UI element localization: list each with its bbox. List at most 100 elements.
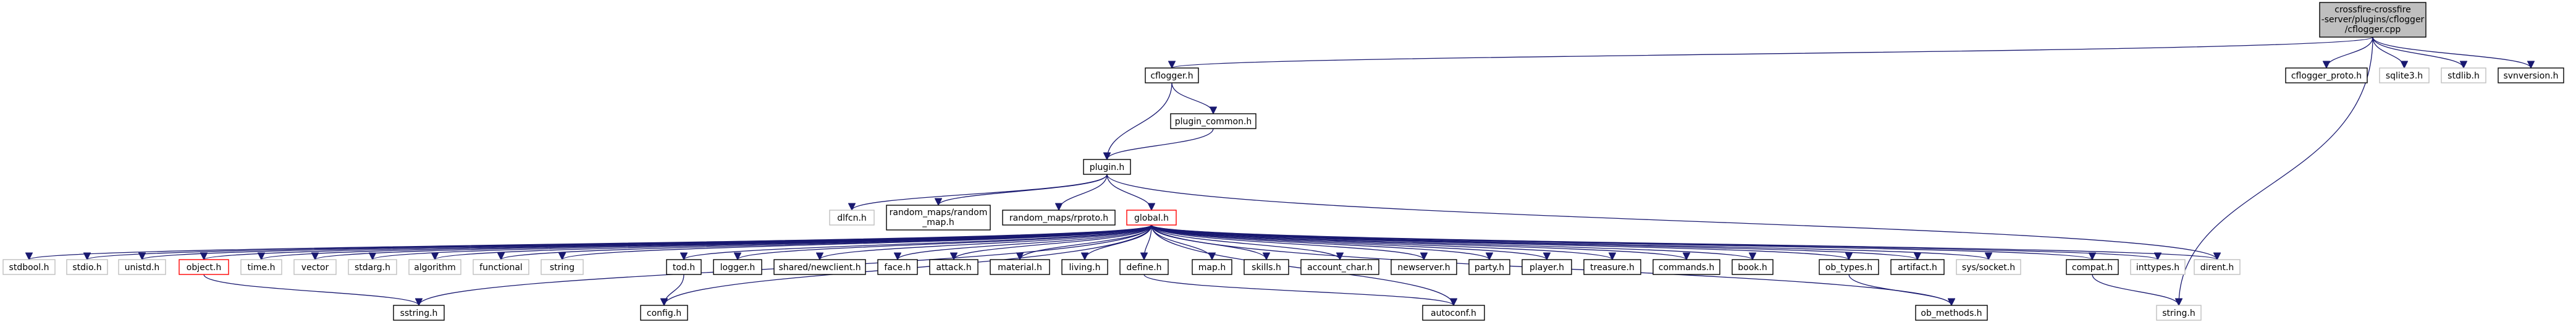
- svg-text:newserver.h: newserver.h: [1397, 263, 1450, 273]
- node-ob-methods-h[interactable]: ob_methods.h: [1915, 305, 1988, 321]
- edge-plugin-h-rproto-h: [1059, 174, 1108, 211]
- edge-root-sqlite3-h: [2372, 36, 2404, 69]
- node-attack-h[interactable]: attack.h: [929, 259, 979, 275]
- node-cflogger-proto-h[interactable]: cflogger_proto.h: [2285, 67, 2368, 83]
- node-plugin-common-h[interactable]: plugin_common.h: [1170, 113, 1256, 129]
- svg-text:book.h: book.h: [1738, 263, 1767, 273]
- edge-global-h-map-h: [1151, 224, 1212, 260]
- node-cflogger-cpp: crossfire-crossfire-server/plugins/cflog…: [2319, 2, 2427, 38]
- edge-root-string-h: [2179, 36, 2373, 305]
- node-living-h[interactable]: living.h: [1061, 259, 1108, 275]
- svg-text:logger.h: logger.h: [720, 263, 756, 273]
- edge-cflogger-h-plugin-h: [1107, 82, 1172, 159]
- svg-text:define.h: define.h: [1126, 263, 1161, 273]
- node-socket-h: sys/socket.h: [1956, 259, 2021, 275]
- node-global-h[interactable]: global.h: [1126, 210, 1177, 226]
- node-skills-h[interactable]: skills.h: [1244, 259, 1289, 275]
- edge-plugin-h-random-map-h: [938, 174, 1108, 206]
- edge-global-h-book-h: [1151, 224, 1753, 260]
- node-ob-types-h[interactable]: ob_types.h: [1819, 259, 1879, 275]
- node-book-h[interactable]: book.h: [1732, 259, 1774, 275]
- svg-text:string: string: [550, 263, 575, 273]
- node-account-char-h[interactable]: account_char.h: [1300, 259, 1379, 275]
- node-newclient-h[interactable]: shared/newclient.h: [773, 259, 866, 275]
- svg-text:plugin.h: plugin.h: [1090, 163, 1125, 172]
- node-time-h: time.h: [240, 259, 282, 275]
- node-object-h[interactable]: object.h: [179, 259, 229, 275]
- node-stdio-h: stdio.h: [66, 259, 108, 275]
- node-player-h[interactable]: player.h: [1522, 259, 1572, 275]
- edge-global-h-material-h: [1020, 224, 1152, 260]
- node-svnversion-h[interactable]: svnversion.h: [2498, 67, 2564, 83]
- node-artifact-h[interactable]: artifact.h: [1890, 259, 1945, 275]
- edge-global-h-commands-h: [1151, 224, 1686, 260]
- node-plugin-h[interactable]: plugin.h: [1083, 159, 1131, 175]
- svg-text:global.h: global.h: [1134, 213, 1169, 223]
- node-map-h[interactable]: map.h: [1192, 259, 1232, 275]
- node-compat-h[interactable]: compat.h: [2066, 259, 2119, 275]
- node-functional: functional: [473, 259, 529, 275]
- svg-text:cflogger.h: cflogger.h: [1150, 71, 1193, 81]
- svg-text:commands.h: commands.h: [1659, 263, 1715, 273]
- node-cflogger-h[interactable]: cflogger.h: [1145, 67, 1199, 83]
- svg-text:account_char.h: account_char.h: [1307, 263, 1373, 273]
- edge-global-h-dirent-h: [1151, 224, 2217, 260]
- edge-root-svnversion-h: [2372, 36, 2531, 69]
- svg-text:ob_methods.h: ob_methods.h: [1921, 308, 1982, 318]
- edge-global-h-player-h: [1151, 224, 1547, 260]
- svg-text:compat.h: compat.h: [2072, 263, 2113, 273]
- node-algorithm: algorithm: [408, 259, 461, 275]
- svg-text:unistd.h: unistd.h: [125, 263, 160, 273]
- node-random-map-h[interactable]: random_maps/random_map.h: [886, 205, 991, 231]
- edge-global-h-treasure-h: [1151, 224, 1612, 260]
- node-newserver-h[interactable]: newserver.h: [1391, 259, 1457, 275]
- node-autoconf-h[interactable]: autoconf.h: [1422, 305, 1485, 321]
- svg-text:random_maps/rproto.h: random_maps/rproto.h: [1009, 213, 1108, 223]
- edge-object-h-sstring-h: [203, 274, 419, 306]
- edge-global-h-living-h: [1085, 224, 1152, 260]
- svg-text:config.h: config.h: [647, 308, 681, 318]
- svg-text:dirent.h: dirent.h: [2200, 263, 2234, 273]
- node-face-h[interactable]: face.h: [877, 259, 918, 275]
- node-stdlib-h: stdlib.h: [2441, 67, 2486, 83]
- node-rproto-h[interactable]: random_maps/rproto.h: [1002, 210, 1116, 226]
- edge-global-h-tod-h: [684, 224, 1152, 260]
- svg-text:autoconf.h: autoconf.h: [1431, 308, 1476, 318]
- edge-compat-h-string-h: [2092, 274, 2179, 306]
- svg-text:shared/newclient.h: shared/newclient.h: [778, 263, 861, 273]
- edge-global-h-socket-h: [1151, 224, 1989, 260]
- svg-text:dlfcn.h: dlfcn.h: [837, 213, 867, 223]
- svg-text:artifact.h: artifact.h: [1898, 263, 1937, 273]
- svg-text:stdarg.h: stdarg.h: [355, 263, 390, 273]
- svg-text:material.h: material.h: [998, 263, 1042, 273]
- node-commands-h[interactable]: commands.h: [1652, 259, 1720, 275]
- edge-global-h-logger-h: [738, 224, 1152, 260]
- node-unistd-h: unistd.h: [118, 259, 166, 275]
- node-logger-h[interactable]: logger.h: [713, 259, 762, 275]
- svg-text:stdio.h: stdio.h: [72, 263, 101, 273]
- node-vector: vector: [293, 259, 337, 275]
- node-define-h[interactable]: define.h: [1119, 259, 1169, 275]
- node-sstring-h[interactable]: sstring.h: [393, 305, 445, 321]
- edge-global-h-account-char-h: [1151, 224, 1340, 260]
- edge-root-cflogger-h: [1172, 36, 2373, 69]
- node-material-h[interactable]: material.h: [990, 259, 1050, 275]
- node-string: string: [541, 259, 584, 275]
- edge-global-h-define-h: [1144, 224, 1152, 260]
- svg-text:face.h: face.h: [884, 263, 911, 273]
- node-treasure-h[interactable]: treasure.h: [1583, 259, 1641, 275]
- svg-text:sqlite3.h: sqlite3.h: [2386, 71, 2423, 81]
- node-stdbool-h: stdbool.h: [2, 259, 56, 275]
- svg-text:time.h: time.h: [248, 263, 276, 273]
- svg-text:svnversion.h: svnversion.h: [2503, 71, 2558, 81]
- svg-text:sstring.h: sstring.h: [400, 308, 438, 318]
- node-tod-h[interactable]: tod.h: [666, 259, 702, 275]
- node-party-h[interactable]: party.h: [1468, 259, 1510, 275]
- edge-plugin-h-global-h: [1106, 174, 1151, 211]
- node-config-h[interactable]: config.h: [640, 305, 688, 321]
- edge-global-h-newclient-h: [820, 224, 1152, 260]
- edge-root-cflogger-proto-h: [2326, 36, 2373, 69]
- svg-text:algorithm: algorithm: [414, 263, 456, 273]
- svg-text:attack.h: attack.h: [936, 263, 971, 273]
